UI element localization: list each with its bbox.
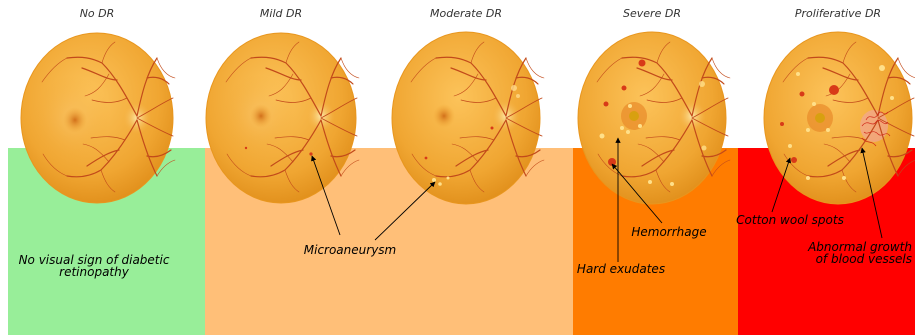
- title-no-dr: No DR: [80, 7, 115, 20]
- title-severe-dr: Severe DR: [623, 7, 681, 20]
- no-dr-description-line2: retinopathy: [59, 265, 130, 279]
- title-mild-dr: Mild DR: [260, 7, 302, 20]
- title-moderate-dr: Moderate DR: [430, 7, 502, 20]
- microaneurysm-label: Microaneurysm: [304, 243, 396, 257]
- retina-no-dr: [21, 33, 175, 203]
- abnormal-growth-label-line2: of blood vessels: [816, 252, 912, 266]
- hemorrhage-label: Hemorrhage: [631, 225, 706, 239]
- microaneurysm-dot: [309, 152, 312, 155]
- title-proliferative-dr: Proliferative DR: [795, 7, 881, 20]
- hard-exudates-label: Hard exudates: [577, 262, 665, 276]
- cotton-wool-spots-label: Cotton wool spots: [736, 213, 844, 227]
